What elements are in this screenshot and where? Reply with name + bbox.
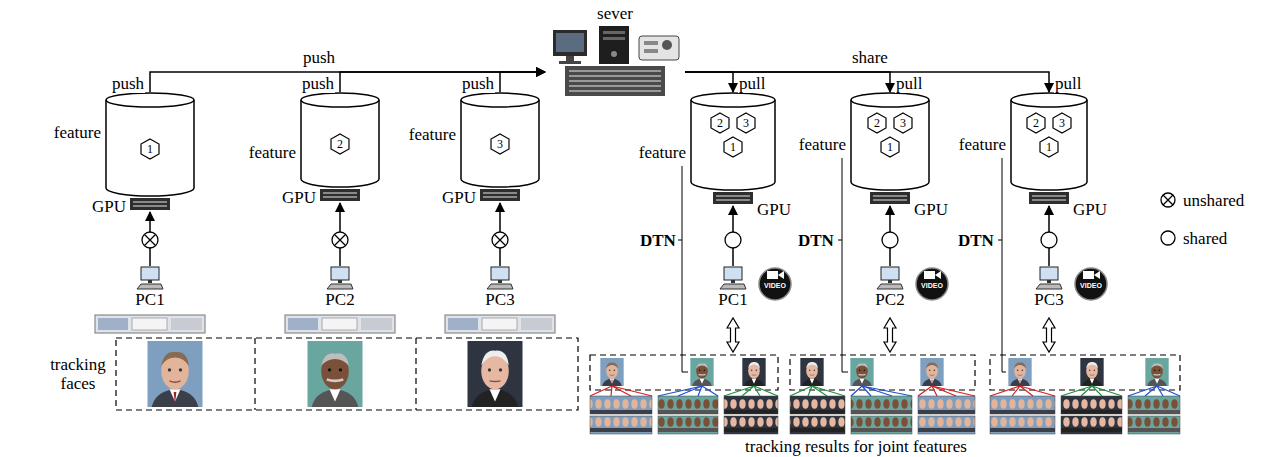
edge-label: push xyxy=(111,74,145,93)
tracked-frames xyxy=(590,396,1180,434)
pc-icon: PC1 xyxy=(708,266,758,309)
double-arrow xyxy=(727,318,1055,352)
feature-number: 1 xyxy=(1038,136,1060,158)
pc-label: PC1 xyxy=(135,290,164,309)
feature-id-hexagon: 3 xyxy=(735,112,757,134)
shared-mark xyxy=(725,232,1057,248)
feature-number: 1 xyxy=(722,136,744,158)
label-text: GPU xyxy=(757,200,791,219)
feature-number: 1 xyxy=(139,138,161,160)
feature-label: feature xyxy=(799,135,846,154)
edge-label: pull xyxy=(895,74,923,93)
pc-icon: PC1 xyxy=(125,266,175,309)
server-icon: sever xyxy=(545,4,685,98)
connector-arrow xyxy=(340,72,545,92)
label-text: share xyxy=(852,48,888,67)
screenshot-strip xyxy=(95,315,555,333)
feature-id-hexagon: 1 xyxy=(139,138,161,160)
feature-number: 2 xyxy=(709,112,731,134)
feature-number: 2 xyxy=(329,133,351,155)
server-label: sever xyxy=(545,4,685,23)
pc-label: PC2 xyxy=(875,290,904,309)
feature-id-hexagon: 1 xyxy=(879,136,901,158)
feature-number: 2 xyxy=(866,112,888,134)
label-text: tracking faces xyxy=(46,355,110,393)
feature-id-hexagon: 1 xyxy=(1038,136,1060,158)
feature-database: feature231 xyxy=(1010,92,1088,206)
feature-id-hexagon: 2 xyxy=(329,133,351,155)
feature-database: feature231 xyxy=(850,92,930,206)
computer-symbol xyxy=(1034,266,1064,290)
label-text: push xyxy=(303,48,335,67)
label-text: tracking results for joint features xyxy=(745,437,967,456)
label-text: GPU xyxy=(442,188,476,207)
label-text: DTN xyxy=(958,231,994,250)
connector-arrow xyxy=(500,72,545,92)
pc-icon: PC3 xyxy=(475,266,525,309)
label-text: VIDEO xyxy=(1076,281,1106,290)
feature-database: feature1 xyxy=(105,92,195,212)
feature-number: 3 xyxy=(1051,112,1073,134)
pc-label: PC3 xyxy=(1034,290,1063,309)
computer-symbol xyxy=(325,266,355,290)
feature-label: feature xyxy=(249,143,296,162)
label-text: GPU xyxy=(282,188,316,207)
feature-id-hexagon: 2 xyxy=(866,112,888,134)
feature-number: 3 xyxy=(735,112,757,134)
legend-symbol xyxy=(1161,193,1175,245)
fan-lines xyxy=(590,386,1180,396)
label-text: GPU xyxy=(92,197,126,216)
feature-label: feature xyxy=(54,123,101,142)
feature-number: 2 xyxy=(1025,112,1047,134)
feature-number: 3 xyxy=(892,112,914,134)
tracking-faces-box xyxy=(116,338,578,410)
pc-label: PC1 xyxy=(718,290,747,309)
unshared-mark xyxy=(142,232,508,248)
pc-icon: PC2 xyxy=(865,266,915,309)
label-text: VIDEO xyxy=(917,281,947,290)
pc-icon: PC3 xyxy=(1024,266,1074,309)
connector-arrow xyxy=(685,72,733,92)
pc-icon: PC2 xyxy=(315,266,365,309)
edge-label: pull xyxy=(1054,74,1082,93)
feature-id-hexagon: 2 xyxy=(709,112,731,134)
computer-symbol xyxy=(135,266,165,290)
legend-text: unshared xyxy=(1183,191,1244,210)
edge-label: push xyxy=(301,74,335,93)
feature-id-hexagon: 3 xyxy=(892,112,914,134)
feature-database: feature231 xyxy=(690,92,776,206)
feature-database: feature2 xyxy=(300,92,380,203)
face-photo xyxy=(148,341,523,407)
pc-label: PC3 xyxy=(485,290,514,309)
edge-label: push xyxy=(461,74,495,93)
feature-id-hexagon: 3 xyxy=(489,133,511,155)
edge-label: pull xyxy=(738,74,766,93)
computer-symbol xyxy=(875,266,905,290)
label-text: VIDEO xyxy=(760,281,790,290)
connector-arrow xyxy=(150,72,545,92)
computer-symbol xyxy=(718,266,748,290)
joint-result-box xyxy=(590,355,1180,390)
feature-label: feature xyxy=(409,125,456,144)
feature-id-hexagon: 1 xyxy=(722,136,744,158)
feature-number: 3 xyxy=(489,133,511,155)
label-text: GPU xyxy=(914,200,948,219)
computer-symbol xyxy=(485,266,515,290)
feature-id-hexagon: 2 xyxy=(1025,112,1047,134)
pc-label: PC2 xyxy=(325,290,354,309)
connector-arrow xyxy=(685,72,1049,92)
feature-number: 1 xyxy=(879,136,901,158)
connector-arrow xyxy=(685,72,890,92)
label-text: DTN xyxy=(798,231,834,250)
label-text: DTN xyxy=(640,231,676,250)
feature-label: feature xyxy=(959,135,1006,154)
feature-id-hexagon: 3 xyxy=(1051,112,1073,134)
label-text: GPU xyxy=(1073,200,1107,219)
legend-text: shared xyxy=(1183,229,1227,248)
feature-label: feature xyxy=(639,143,686,162)
feature-database: feature3 xyxy=(460,92,540,203)
